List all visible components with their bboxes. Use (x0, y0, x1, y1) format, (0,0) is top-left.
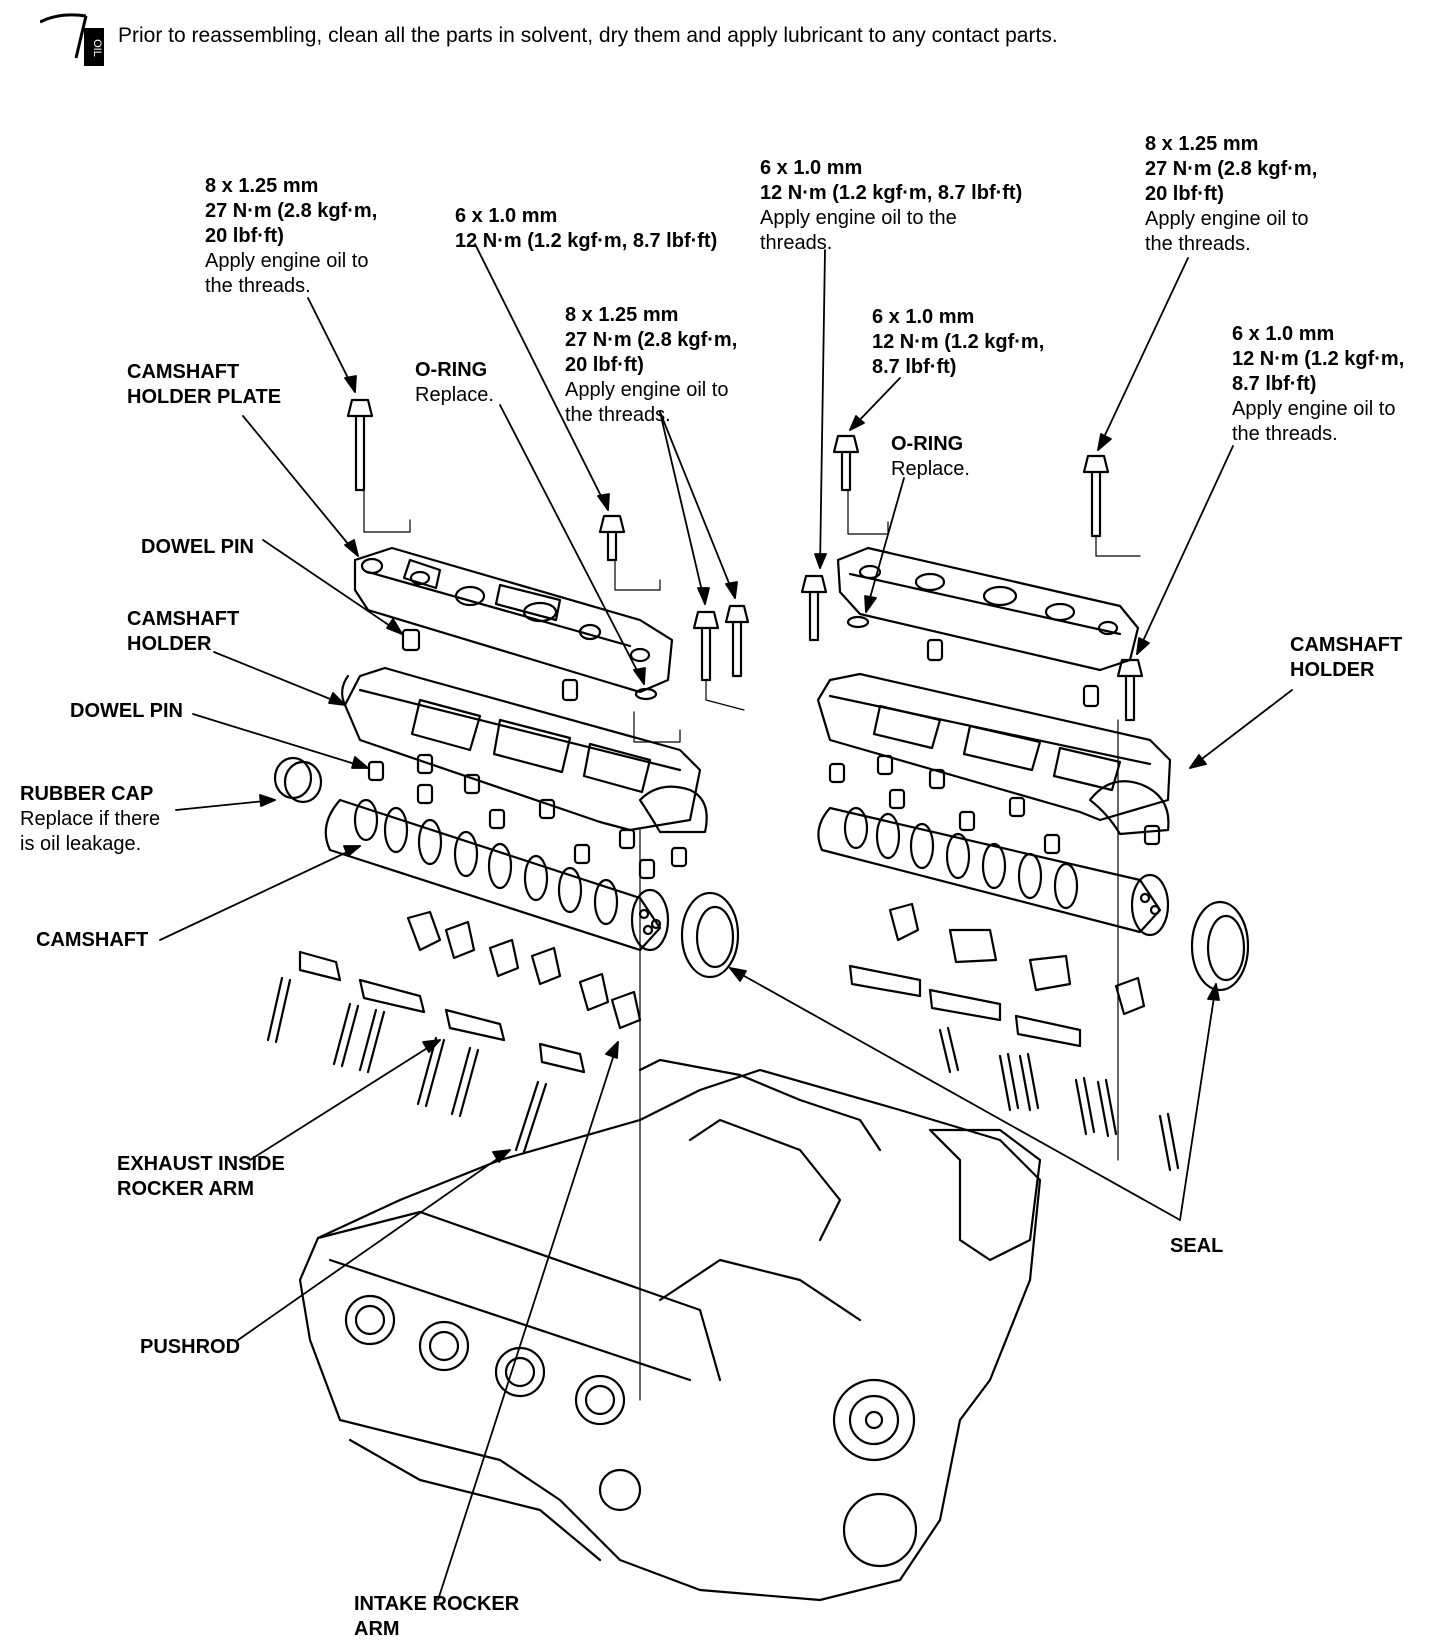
callout-note: the threads. (565, 404, 671, 426)
callout-torque: 27 N·m (2.8 kgf·m, (205, 200, 378, 222)
label-exhaust-inside-rocker-arm: EXHAUST INSIDE ROCKER ARM (117, 1152, 285, 1202)
part-label: PUSHROD (140, 1336, 241, 1358)
left-camshaft-drawing (273, 756, 740, 979)
callout-bolt-far-right-low: 6 x 1.0 mm 12 N·m (1.2 kgf·m, 8.7 lbf·ft… (1232, 322, 1404, 447)
part-note: Replace if there (20, 808, 161, 830)
label-camshaft: CAMSHAFT (36, 928, 148, 953)
callout-torque: 27 N·m (2.8 kgf·m, (1145, 158, 1318, 180)
label-seal: SEAL (1170, 1234, 1223, 1259)
part-label: HOLDER PLATE (127, 386, 282, 408)
callout-spec: 8 x 1.25 mm (1145, 133, 1259, 155)
callout-torque: 12 N·m (1.2 kgf·m, 8.7 lbf·ft) (760, 182, 1023, 204)
callout-torque: 8.7 lbf·ft) (872, 356, 957, 378)
part-label: INTAKE ROCKER (354, 1593, 520, 1615)
label-camshaft-holder-left: CAMSHAFT HOLDER (127, 607, 239, 657)
callout-note: the threads. (205, 275, 311, 297)
callout-note: Apply engine oil to (205, 250, 369, 272)
part-label: CAMSHAFT (36, 929, 149, 951)
right-camshaft-drawing (817, 806, 1250, 992)
part-label: CAMSHAFT (127, 608, 240, 630)
label-o-ring-right: O-RING Replace. (891, 432, 970, 482)
label-intake-rocker-arm: INTAKE ROCKER ARM (354, 1592, 519, 1642)
callout-torque: 20 lbf·ft) (205, 225, 284, 247)
right-holder-plate-drawing (836, 546, 1140, 672)
engine-block-drawing (298, 1058, 1042, 1602)
callout-note: Apply engine oil to (565, 379, 729, 401)
part-label: ARM (354, 1618, 400, 1640)
callout-torque: 12 N·m (1.2 kgf·m, 8.7 lbf·ft) (455, 230, 718, 252)
part-label: HOLDER (127, 633, 212, 655)
part-label: CAMSHAFT (127, 361, 240, 383)
callout-bolt-right-top: 6 x 1.0 mm 12 N·m (1.2 kgf·m, 8.7 lbf·ft… (760, 156, 1022, 256)
part-label: HOLDER (1290, 659, 1375, 681)
part-label: DOWEL PIN (141, 536, 254, 558)
part-label: DOWEL PIN (70, 700, 183, 722)
alignment-guides (363, 489, 1141, 1401)
part-label: O-RING (891, 433, 964, 455)
part-note: Replace. (891, 458, 970, 480)
callout-bolt-left-right: 8 x 1.25 mm 27 N·m (2.8 kgf·m, 20 lbf·ft… (565, 303, 737, 428)
header: OIL Prior to reassembling, clean all the… (40, 6, 1420, 76)
part-label: ROCKER ARM (117, 1178, 255, 1200)
label-dowel-pin-1: DOWEL PIN (141, 535, 254, 560)
callout-note: Apply engine oil to the (760, 207, 957, 229)
leader-lines (159, 243, 1293, 1601)
part-label: RUBBER CAP (20, 783, 154, 805)
bolts-drawing (346, 398, 1144, 722)
callout-bolt-left-top: 8 x 1.25 mm 27 N·m (2.8 kgf·m, 20 lbf·ft… (205, 174, 377, 299)
callout-note: Apply engine oil to (1232, 398, 1396, 420)
part-note: Replace. (415, 384, 494, 406)
part-note: is oil leakage. (20, 833, 142, 855)
part-label: CAMSHAFT (1290, 634, 1403, 656)
label-o-ring-left: O-RING Replace. (415, 358, 494, 408)
rocker-arms-drawing (298, 902, 1146, 1074)
part-label: EXHAUST INSIDE (117, 1153, 285, 1175)
callout-bolt-right-mid: 6 x 1.0 mm 12 N·m (1.2 kgf·m, 8.7 lbf·ft… (872, 305, 1044, 380)
callout-torque: 12 N·m (1.2 kgf·m, (872, 331, 1045, 353)
pushrods-drawing (266, 976, 1180, 1172)
callout-spec: 8 x 1.25 mm (205, 175, 319, 197)
callout-torque: 12 N·m (1.2 kgf·m, (1232, 348, 1405, 370)
svg-text:OIL: OIL (91, 39, 103, 57)
dowel-pins-drawing (367, 615, 1161, 880)
right-camshaft-holder-drawing (816, 672, 1172, 836)
left-holder-plate-drawing (353, 546, 674, 694)
callout-bolt-left-mid: 6 x 1.0 mm 12 N·m (1.2 kgf·m, 8.7 lbf·ft… (455, 204, 717, 254)
label-dowel-pin-2: DOWEL PIN (70, 699, 183, 724)
reassembly-instruction: Prior to reassembling, clean all the par… (118, 24, 1058, 47)
callout-torque: 27 N·m (2.8 kgf·m, (565, 329, 738, 351)
callout-note: threads. (760, 232, 833, 254)
callout-spec: 6 x 1.0 mm (872, 306, 975, 328)
oil-can-icon: OIL (40, 13, 104, 66)
callout-note: Apply engine oil to (1145, 208, 1309, 230)
label-camshaft-holder-plate: CAMSHAFT HOLDER PLATE (127, 360, 281, 410)
callout-spec: 6 x 1.0 mm (455, 205, 558, 227)
callout-torque: 20 lbf·ft) (1145, 183, 1224, 205)
callout-torque: 8.7 lbf·ft) (1232, 373, 1317, 395)
callout-bolt-far-right-top: 8 x 1.25 mm 27 N·m (2.8 kgf·m, 20 lbf·ft… (1145, 132, 1317, 257)
callout-torque: 20 lbf·ft) (565, 354, 644, 376)
callout-note: the threads. (1145, 233, 1251, 255)
part-label: SEAL (1170, 1235, 1224, 1257)
label-camshaft-holder-right: CAMSHAFT HOLDER (1290, 633, 1402, 683)
label-rubber-cap: RUBBER CAP Replace if there is oil leaka… (20, 782, 160, 857)
left-camshaft-holder-drawing (341, 666, 708, 834)
callout-spec: 8 x 1.25 mm (565, 304, 679, 326)
callout-spec: 6 x 1.0 mm (760, 157, 863, 179)
callout-note: the threads. (1232, 423, 1338, 445)
callout-spec: 6 x 1.0 mm (1232, 323, 1335, 345)
label-pushrod: PUSHROD (140, 1335, 240, 1360)
part-label: O-RING (415, 359, 488, 381)
